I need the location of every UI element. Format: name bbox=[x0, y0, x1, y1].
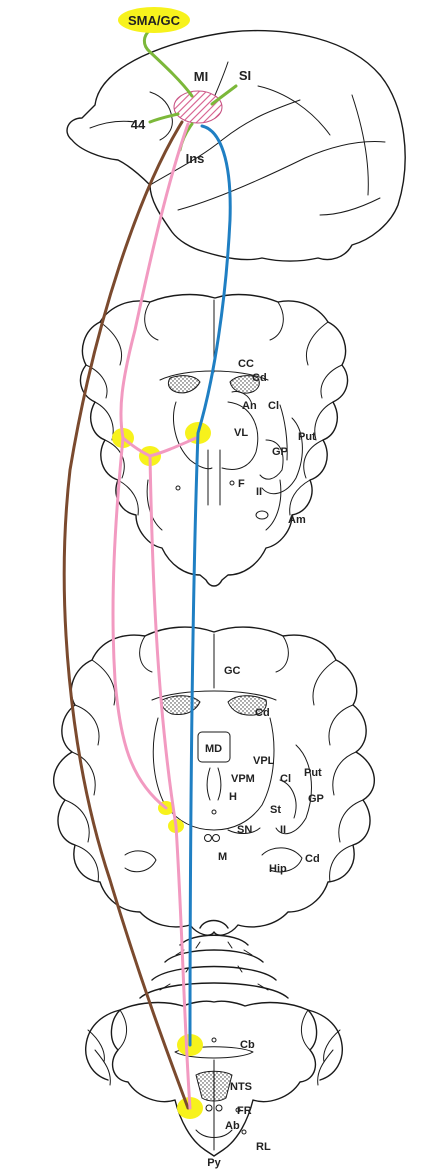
section2-ventricle bbox=[207, 768, 221, 800]
label-area-44: 44 bbox=[131, 117, 146, 132]
s2-label-h: H bbox=[229, 791, 237, 803]
s2-label-cl: Cl bbox=[280, 773, 291, 785]
s2-label-cd: Cd bbox=[255, 707, 270, 719]
section1-amygdala bbox=[256, 511, 268, 519]
s1-label-f: F bbox=[238, 478, 245, 490]
principal-sulcus bbox=[90, 121, 135, 128]
section1-fornix-dot bbox=[230, 481, 234, 485]
coronal-section-2: GC Cd MD VPL Put VPM Cl GP H St SN II M … bbox=[54, 627, 375, 935]
s1-label-ii: II bbox=[256, 486, 262, 498]
section2-gyri-right bbox=[276, 636, 363, 882]
brainstem-dot-top bbox=[212, 1038, 216, 1042]
s3-label-fr: FR bbox=[237, 1105, 252, 1117]
inferior-occipital-sulcus bbox=[320, 198, 380, 215]
s2-label-put: Put bbox=[304, 767, 322, 779]
s3-label-cb: Cb bbox=[240, 1039, 255, 1051]
section2-stipple-left bbox=[162, 696, 200, 715]
label-mi: MI bbox=[194, 69, 208, 84]
brainstem-left-folia bbox=[88, 1010, 127, 1085]
label-sma-gc: SMA/GC bbox=[128, 13, 181, 28]
brainstem-section: Cb NTS FR Ab RL Py bbox=[86, 921, 343, 1169]
s3-label-nts: NTS bbox=[230, 1081, 252, 1093]
brainstem-dot-l bbox=[206, 1105, 212, 1111]
section1-temporal-lobe-right bbox=[266, 480, 281, 530]
s1-label-an: An bbox=[242, 400, 257, 412]
superior-temporal-sulcus bbox=[178, 142, 385, 210]
lateral-brain-view: SMA/GC MI SI 44 Ins bbox=[67, 7, 405, 261]
s2-label-gp: GP bbox=[308, 793, 324, 805]
section2-gp bbox=[280, 780, 296, 818]
section2-gyri-left bbox=[65, 636, 152, 882]
green-projection-sma bbox=[144, 30, 192, 96]
s2-label-ii: II bbox=[280, 824, 286, 836]
rl-dot bbox=[242, 1130, 246, 1134]
face-motor-area-hatched bbox=[174, 91, 222, 123]
s1-label-vl: VL bbox=[234, 427, 248, 439]
brainstem-dot-r bbox=[216, 1105, 222, 1111]
s2-label-cd2: Cd bbox=[305, 853, 320, 865]
s2-label-gc: GC bbox=[224, 665, 241, 677]
section1-ventricle bbox=[208, 450, 220, 505]
s1-label-cc: CC bbox=[238, 358, 254, 370]
intraparietal-sulcus bbox=[258, 86, 330, 135]
section1-small-dot bbox=[176, 486, 180, 490]
projection-pathways bbox=[64, 122, 230, 1108]
lunate-sulcus bbox=[352, 95, 368, 195]
brown-pathway bbox=[64, 122, 188, 1108]
label-si: SI bbox=[239, 68, 251, 83]
section2-mammillary-r bbox=[213, 835, 220, 842]
section2-putamen bbox=[276, 745, 311, 834]
s1-label-am: Am bbox=[288, 514, 306, 526]
section2-thalamus bbox=[153, 718, 274, 830]
s3-label-py: Py bbox=[207, 1157, 221, 1169]
s2-label-m: M bbox=[218, 851, 227, 863]
s2-label-sn: SN bbox=[237, 824, 252, 836]
section1-stipple-left bbox=[168, 376, 200, 393]
s2-label-vpm: VPM bbox=[231, 773, 255, 785]
s1-label-cd: Cd bbox=[252, 372, 267, 384]
s1-label-put: Put bbox=[298, 431, 316, 443]
section2-mammillary-l bbox=[205, 835, 212, 842]
brainstem-right-folia bbox=[301, 1010, 340, 1085]
label-ins: Ins bbox=[186, 151, 205, 166]
pink-pathway-descending bbox=[150, 456, 190, 1108]
s3-label-rl: RL bbox=[256, 1141, 271, 1153]
s2-label-st: St bbox=[270, 804, 281, 816]
s1-label-cl: Cl bbox=[268, 400, 279, 412]
s2-label-md: MD bbox=[205, 743, 222, 755]
s2-label-vpl: VPL bbox=[253, 755, 275, 767]
brain-lateral-outline bbox=[67, 31, 405, 261]
s3-label-ab: Ab bbox=[225, 1120, 240, 1132]
section2-temporal-left bbox=[125, 851, 156, 872]
s2-label-hip: Hip bbox=[269, 863, 287, 875]
pink-pathway-striatal bbox=[123, 438, 196, 456]
section2-midline-dot bbox=[212, 810, 216, 814]
green-projection-44 bbox=[150, 114, 178, 122]
s1-label-gp: GP bbox=[272, 446, 288, 458]
